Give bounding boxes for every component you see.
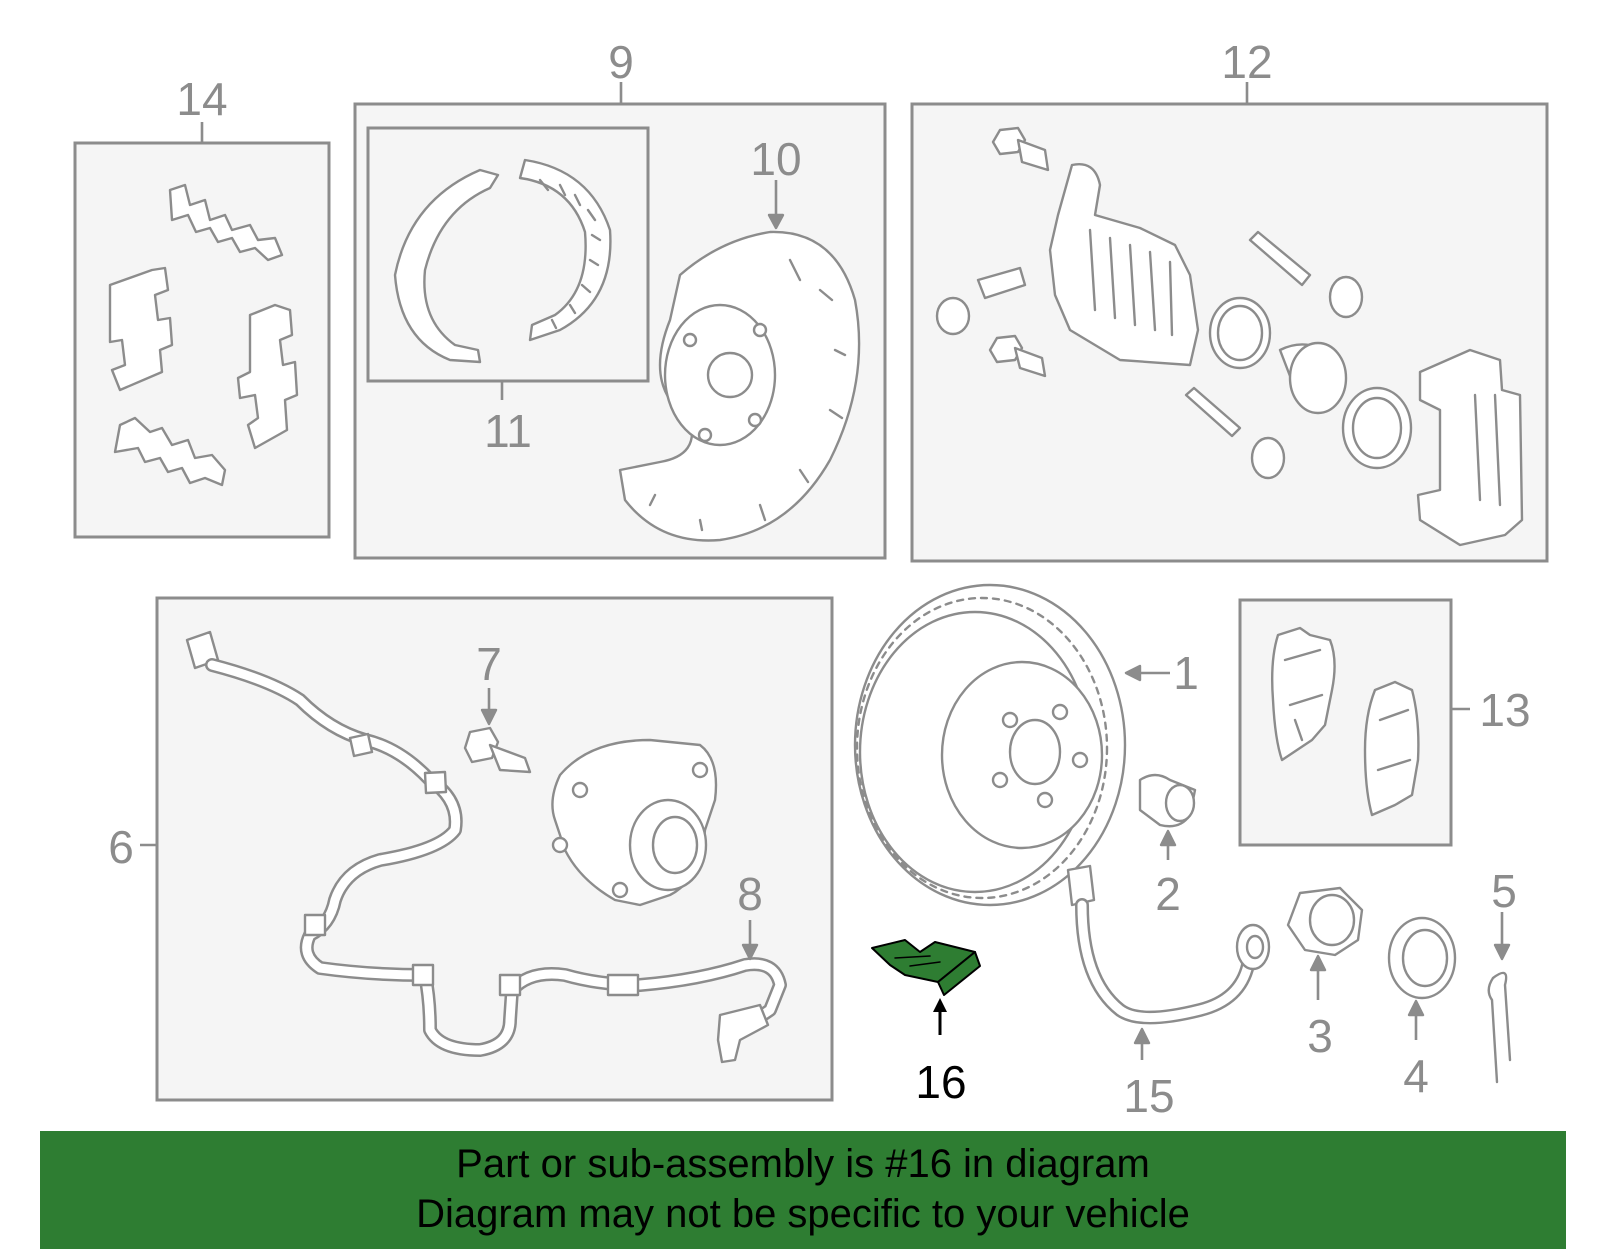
brake-pad-outer-icon [1363, 680, 1420, 817]
callout-8: 8 [737, 868, 763, 920]
callout-13: 13 [1479, 684, 1530, 736]
callout-11: 11 [484, 405, 532, 457]
group-6-hub-sensor[interactable]: 6 7 8 [108, 596, 834, 1102]
caliper-body-icon [1048, 163, 1200, 367]
group-9-parking-brake[interactable]: 9 11 10 [353, 36, 887, 560]
shoe-lining-marks [538, 178, 602, 330]
brake-shoe-right-icon [518, 158, 612, 342]
part-10-dust-shield[interactable]: 10 [618, 133, 861, 542]
part-2-cap[interactable]: 2 [1138, 773, 1197, 920]
callout-15: 15 [1123, 1070, 1174, 1122]
callout-7: 7 [476, 638, 502, 690]
guide-pin-upper-icon [1248, 230, 1312, 287]
part-4-lock-cap[interactable]: 4 [1387, 916, 1457, 1102]
shim-right-icon [236, 303, 299, 450]
bleeder-cap-icon [935, 296, 971, 336]
callout-12: 12 [1221, 36, 1272, 88]
hose-fitting-upper-icon [1066, 864, 1096, 907]
callout-5: 5 [1491, 865, 1517, 917]
banner-line-1: Part or sub-assembly is #16 in diagram [456, 1142, 1150, 1186]
info-banner: Part or sub-assembly is #16 in diagram D… [40, 1131, 1566, 1249]
guide-pin-lower-icon [1184, 386, 1242, 438]
callout-2: 2 [1155, 868, 1181, 920]
callout-4: 4 [1403, 1050, 1429, 1102]
pin-boot-lower-icon [1250, 436, 1286, 480]
part-5-cotter-pin[interactable]: 5 [1487, 865, 1517, 1084]
bleeder-screw-icon [976, 266, 1027, 300]
rotor-center-hole [1008, 718, 1062, 786]
callout-14: 14 [176, 73, 227, 125]
caliper-bolt-upper-icon [991, 126, 1027, 156]
group-14-pad-hardware[interactable]: 14 [73, 73, 331, 539]
brake-pad-inner-icon [1271, 626, 1336, 762]
callout-10: 10 [750, 133, 801, 185]
hub-bolt-icon [463, 726, 500, 764]
callout-1: 1 [1173, 647, 1199, 699]
shield-center-hole [706, 351, 754, 399]
wheel-speed-sensor-icon [716, 1003, 770, 1064]
brake-shoe-left-icon [393, 168, 500, 364]
part-16-anti-rattle-spring[interactable]: 16 [871, 939, 981, 1108]
callout-16: 16 [915, 1056, 966, 1108]
pin-boot-upper-icon [1328, 275, 1364, 319]
callout-9: 9 [608, 36, 634, 88]
part-15-brake-hose[interactable]: 15 [1066, 864, 1271, 1122]
callout-6: 6 [108, 821, 134, 873]
clip-upper-icon [168, 183, 284, 262]
group-13-frame [1238, 598, 1453, 847]
part-3-hub-nut[interactable]: 3 [1286, 886, 1364, 1062]
shim-left-icon [108, 266, 174, 392]
cotter-pin-icon [1487, 971, 1512, 1084]
group-11-brake-shoes[interactable]: 11 [366, 126, 650, 457]
caliper-bolt-lower-icon [988, 334, 1024, 364]
banner-line-2: Diagram may not be specific to your vehi… [416, 1192, 1190, 1236]
part-1-rotor[interactable]: 1 [853, 583, 1199, 907]
clip-lower-icon [113, 416, 227, 487]
group-12-caliper[interactable]: 12 [910, 36, 1549, 563]
callout-3: 3 [1307, 1010, 1333, 1062]
group-13-brake-pads[interactable]: 13 [1238, 598, 1531, 847]
